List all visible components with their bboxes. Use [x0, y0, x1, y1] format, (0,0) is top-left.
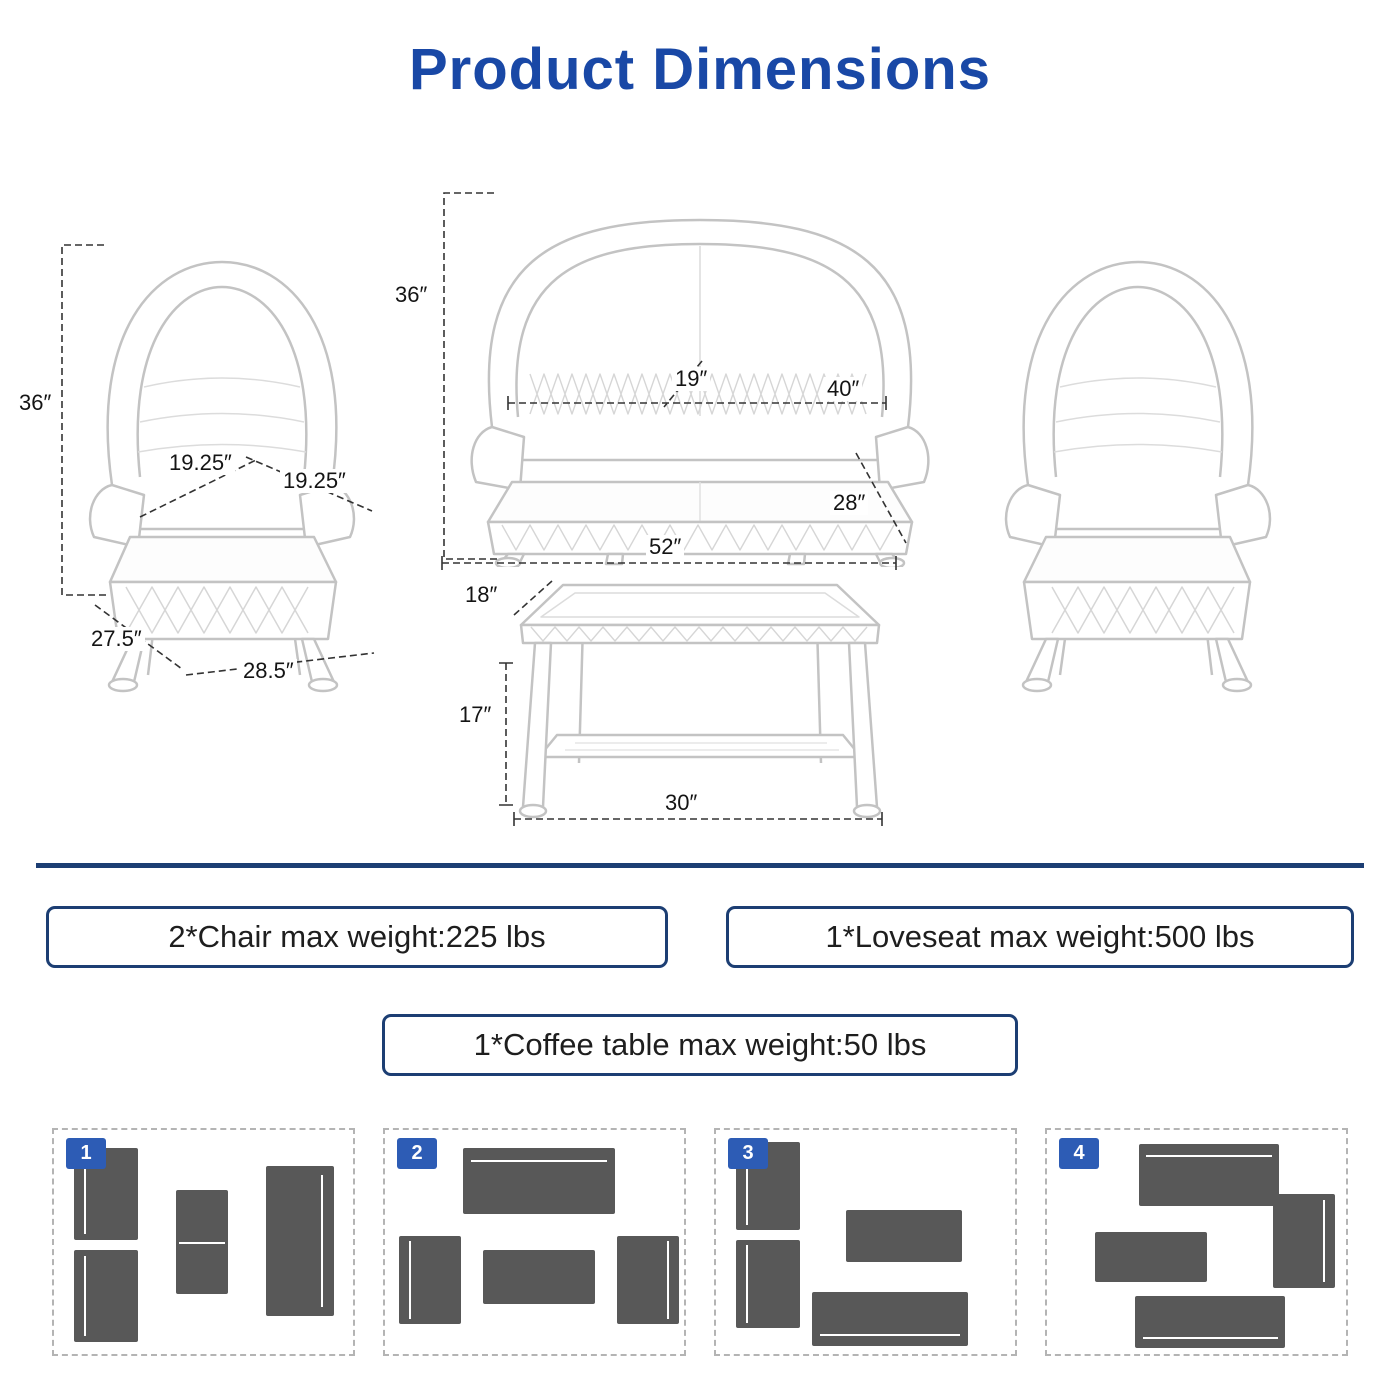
chair-seat-width-label: 19.25″: [280, 468, 349, 494]
page-title: Product Dimensions: [409, 37, 991, 102]
loveseat-width-label: 52″: [646, 534, 685, 560]
layout-number-badge: 3: [728, 1138, 768, 1169]
layout-option-3: 3: [714, 1128, 1017, 1356]
layout-option-1: 1: [52, 1128, 355, 1356]
loveseat-base-depth-label: 28″: [830, 490, 869, 516]
section-divider: [36, 863, 1364, 868]
layout-option-2: 2: [383, 1128, 686, 1356]
loveseat-seat-width-label: 40″: [824, 376, 863, 402]
furniture-block: [1273, 1194, 1335, 1288]
chair-base-width-label: 28.5″: [240, 658, 297, 684]
furniture-block: [176, 1190, 228, 1294]
dimensions-diagram: 36″ 19.25″ 19.25″ 27.5″ 28.5″ 36″ 19″ 40…: [0, 107, 1400, 849]
table-width-label: 30″: [662, 790, 701, 816]
chair-max-weight-note: 2*Chair max weight:225 lbs: [46, 906, 668, 968]
chair-base-depth-label: 27.5″: [88, 626, 145, 652]
layout-option-4: 4: [1045, 1128, 1348, 1356]
furniture-block: [1095, 1232, 1207, 1282]
chair-seat-depth-label: 19.25″: [166, 450, 235, 476]
layout-options: 1 2 3 4: [0, 1128, 1400, 1356]
weight-notes-row-2: 1*Coffee table max weight:50 lbs: [0, 1014, 1400, 1076]
furniture-block: [846, 1210, 962, 1262]
furniture-block: [463, 1148, 615, 1214]
furniture-block: [812, 1292, 968, 1346]
layout-number-badge: 1: [66, 1138, 106, 1169]
loveseat-height-label: 36″: [392, 282, 431, 308]
chair-height-label: 36″: [16, 390, 55, 416]
furniture-block: [736, 1240, 800, 1328]
furniture-block: [1135, 1296, 1285, 1348]
furniture-block: [74, 1250, 138, 1342]
chair-right-illustration: [1004, 260, 1272, 693]
loveseat-max-weight-note: 1*Loveseat max weight:500 lbs: [726, 906, 1354, 968]
furniture-block: [617, 1236, 679, 1324]
furniture-block: [483, 1250, 595, 1304]
layout-number-badge: 4: [1059, 1138, 1099, 1169]
layout-number-badge: 2: [397, 1138, 437, 1169]
table-leg-height-label: 17″: [456, 702, 495, 728]
table-top-depth-label: 18″: [462, 582, 501, 608]
furniture-block: [399, 1236, 461, 1324]
weight-notes-row-1: 2*Chair max weight:225 lbs 1*Loveseat ma…: [0, 906, 1400, 968]
table-max-weight-note: 1*Coffee table max weight:50 lbs: [382, 1014, 1018, 1076]
loveseat-seat-depth-label: 19″: [672, 366, 711, 392]
furniture-block: [266, 1166, 334, 1316]
furniture-block: [1139, 1144, 1279, 1206]
